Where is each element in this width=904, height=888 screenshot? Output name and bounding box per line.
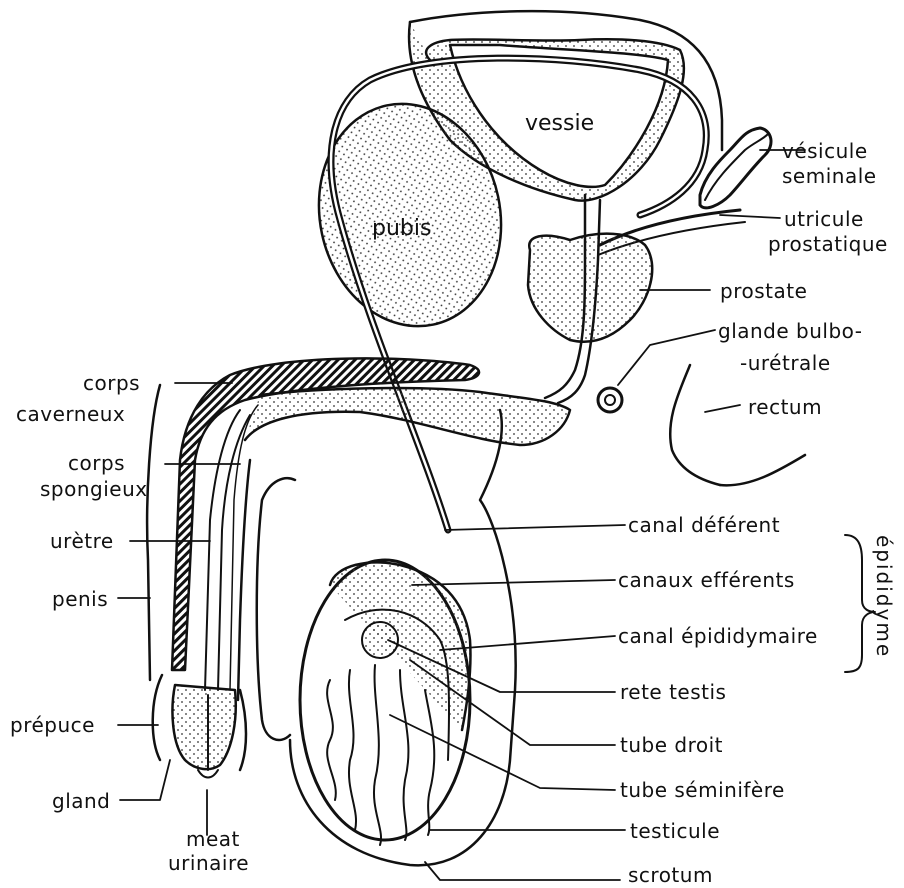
label-gland: gland <box>52 790 110 812</box>
label-corps-2: corps <box>68 452 125 474</box>
label-canaux-efferents: canaux efférents <box>618 569 795 591</box>
leader-canaux-efferents <box>412 580 615 585</box>
label-utricule: utricule <box>784 208 864 230</box>
label-uretrale: -urétrale <box>740 352 831 374</box>
label-prostate: prostate <box>720 280 807 302</box>
label-rete-testis: rete testis <box>620 681 726 703</box>
label-uretre: urètre <box>50 530 114 552</box>
label-tube-seminifere: tube séminifère <box>620 779 785 801</box>
pubis-label: pubis <box>372 216 431 241</box>
leader-gland <box>120 760 170 800</box>
label-penis: penis <box>52 588 108 610</box>
label-seminale: seminale <box>782 165 877 187</box>
leader-rectum <box>705 405 740 412</box>
thigh-curve <box>257 478 295 740</box>
glans <box>172 685 235 769</box>
label-tube-droit: tube droit <box>620 734 723 756</box>
label-scrotum: scrotum <box>628 864 713 886</box>
label-epididyme: épididyme <box>872 535 896 658</box>
bulbourethral-gland <box>598 388 622 412</box>
vessie-label: vessie <box>525 111 594 136</box>
leader-scrotum <box>425 862 620 880</box>
leader-utricule <box>720 215 780 218</box>
label-testicule: testicule <box>630 820 720 842</box>
label-vesicule: vésicule <box>782 140 868 162</box>
leader-canal-deferent <box>445 525 625 530</box>
label-canal-epididymaire: canal épididymaire <box>618 625 818 647</box>
label-urinaire: urinaire <box>168 852 249 874</box>
penis-outline <box>147 385 160 680</box>
leader-bulbo <box>618 330 715 385</box>
label-canal-deferent: canal déférent <box>628 514 780 536</box>
prostate-gland <box>528 234 652 342</box>
label-spongieux: spongieux <box>40 478 148 500</box>
label-glande-bulbo: glande bulbo- <box>718 320 863 342</box>
rectum-line <box>670 365 720 485</box>
label-rectum: rectum <box>748 396 822 418</box>
label-corps-1: corps <box>83 372 140 394</box>
label-meat: meat <box>186 828 240 850</box>
label-prepuce: prépuce <box>10 714 95 736</box>
label-prostatique: prostatique <box>768 233 888 255</box>
label-caverneux: caverneux <box>16 403 125 425</box>
corpus-spongiosum <box>245 388 570 445</box>
epididyme-bracket <box>845 535 875 672</box>
